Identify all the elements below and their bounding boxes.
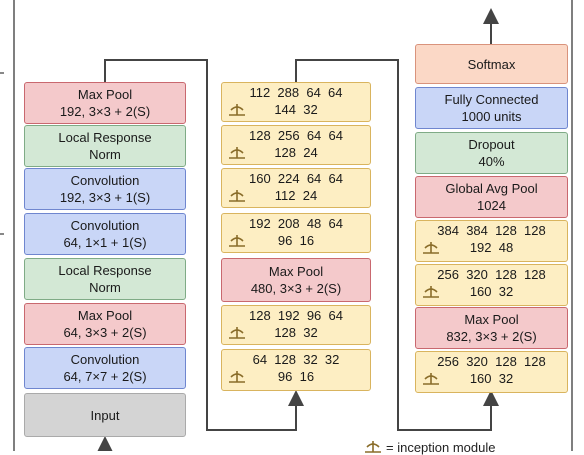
inception-module-icon (365, 441, 381, 453)
inception-module-icon (229, 147, 245, 159)
max-pool-block: Max Pool 832, 3×3 + 2(S) (415, 307, 568, 349)
inception-module-block: 256 320 128 128 160 32 (415, 264, 568, 306)
inception-module-icon (423, 286, 439, 298)
module-filters-row1: 192 208 48 64 (249, 216, 343, 231)
block-title: Input (90, 407, 120, 423)
module-filters-row2: 144 32 (274, 102, 318, 117)
module-filters-row1: 256 320 128 128 (437, 354, 546, 369)
module-filters-row2: 128 24 (274, 145, 318, 160)
block-title: Dropout (468, 137, 515, 152)
local-response-norm-block: Local Response Norm (24, 125, 186, 167)
block-title: Max Pool (77, 308, 133, 323)
inception-module-icon (229, 104, 245, 116)
module-filters-row1: 64 128 32 32 (252, 352, 340, 367)
inception-module-block: 112 288 64 64 144 32 (221, 82, 371, 122)
module-filters-row2: 160 32 (469, 371, 514, 386)
block-title: Local Response (58, 130, 152, 145)
inception-module-block: 384 384 128 128 192 48 (415, 220, 568, 262)
block-title: Convolution (70, 352, 140, 367)
convolution-block: Convolution 192, 3×3 + 1(S) (24, 168, 186, 210)
block-params: 1024 (477, 198, 506, 213)
module-filters-row2: 160 32 (469, 284, 514, 299)
block-params: 192, 3×3 + 1(S) (59, 190, 151, 205)
inception-module-icon (229, 371, 245, 383)
block-title: Convolution (70, 173, 140, 188)
module-filters-row2: 96 16 (277, 369, 315, 384)
module-filters-row2: 112 24 (274, 188, 318, 203)
block-params: 64, 1×1 + 1(S) (63, 235, 147, 250)
block-title: Max Pool (464, 312, 519, 327)
global-avg-pool-block: Global Avg Pool 1024 (415, 176, 568, 218)
margin-tick (0, 233, 4, 235)
convolution-block: Convolution 64, 7×7 + 2(S) (24, 347, 186, 389)
module-filters-row2: 192 48 (469, 240, 514, 255)
module-filters-row1: 160 224 64 64 (249, 171, 343, 186)
block-params: 40% (478, 154, 505, 169)
inception-module-icon (229, 235, 245, 247)
module-filters-row1: 384 384 128 128 (437, 223, 546, 238)
block-params: 64, 3×3 + 2(S) (63, 325, 147, 340)
input-block: Input (24, 393, 186, 437)
module-filters-row1: 128 192 96 64 (249, 308, 343, 323)
block-title: Max Pool (77, 87, 133, 102)
block-title: Global Avg Pool (445, 181, 538, 196)
block-params: Norm (89, 147, 121, 162)
col2-to-col3-line (295, 59, 499, 431)
legend-label: = inception module (386, 440, 496, 455)
fully-connected-block: Fully Connected 1000 units (415, 87, 568, 129)
module-filters-row1: 128 256 64 64 (249, 128, 343, 143)
block-title: Local Response (58, 263, 152, 278)
module-filters-row1: 256 320 128 128 (437, 267, 546, 282)
convolution-block: Convolution 64, 1×1 + 1(S) (24, 213, 186, 255)
max-pool-block: Max Pool 64, 3×3 + 2(S) (24, 303, 186, 345)
inception-module-icon (229, 190, 245, 202)
block-title: Fully Connected (444, 92, 539, 107)
block-title: Max Pool (268, 264, 324, 279)
inception-module-block: 256 320 128 128 160 32 (415, 351, 568, 393)
inception-module-icon (229, 327, 245, 339)
local-response-norm-block: Local Response Norm (24, 258, 186, 300)
block-params: 64, 7×7 + 2(S) (63, 369, 147, 384)
block-title: Convolution (70, 218, 140, 233)
softmax-block: Softmax (415, 44, 568, 84)
inception-module-block: 160 224 64 64 112 24 (221, 168, 371, 208)
block-params: 480, 3×3 + 2(S) (250, 281, 342, 296)
module-filters-row2: 128 32 (274, 325, 318, 340)
block-params: 1000 units (461, 109, 522, 124)
block-params: 192, 3×3 + 2(S) (59, 104, 151, 119)
inception-module-block: 128 256 64 64 128 24 (221, 125, 371, 165)
inception-module-block: 64 128 32 32 96 16 (221, 349, 371, 391)
block-params: 832, 3×3 + 2(S) (446, 329, 537, 344)
max-pool-block: Max Pool 192, 3×3 + 2(S) (24, 82, 186, 124)
block-title: Softmax (467, 56, 516, 72)
module-filters-row1: 112 288 64 64 (249, 85, 343, 100)
inception-module-block: 128 192 96 64 128 32 (221, 305, 371, 345)
inception-module-block: 192 208 48 64 96 16 (221, 213, 371, 253)
block-params: Norm (89, 280, 121, 295)
margin-tick (0, 72, 4, 74)
module-filters-row2: 96 16 (277, 233, 315, 248)
col1-to-col2-line (104, 59, 304, 431)
dropout-block: Dropout 40% (415, 132, 568, 174)
inception-module-icon (423, 242, 439, 254)
max-pool-block: Max Pool 480, 3×3 + 2(S) (221, 258, 371, 302)
inception-module-icon (423, 373, 439, 385)
